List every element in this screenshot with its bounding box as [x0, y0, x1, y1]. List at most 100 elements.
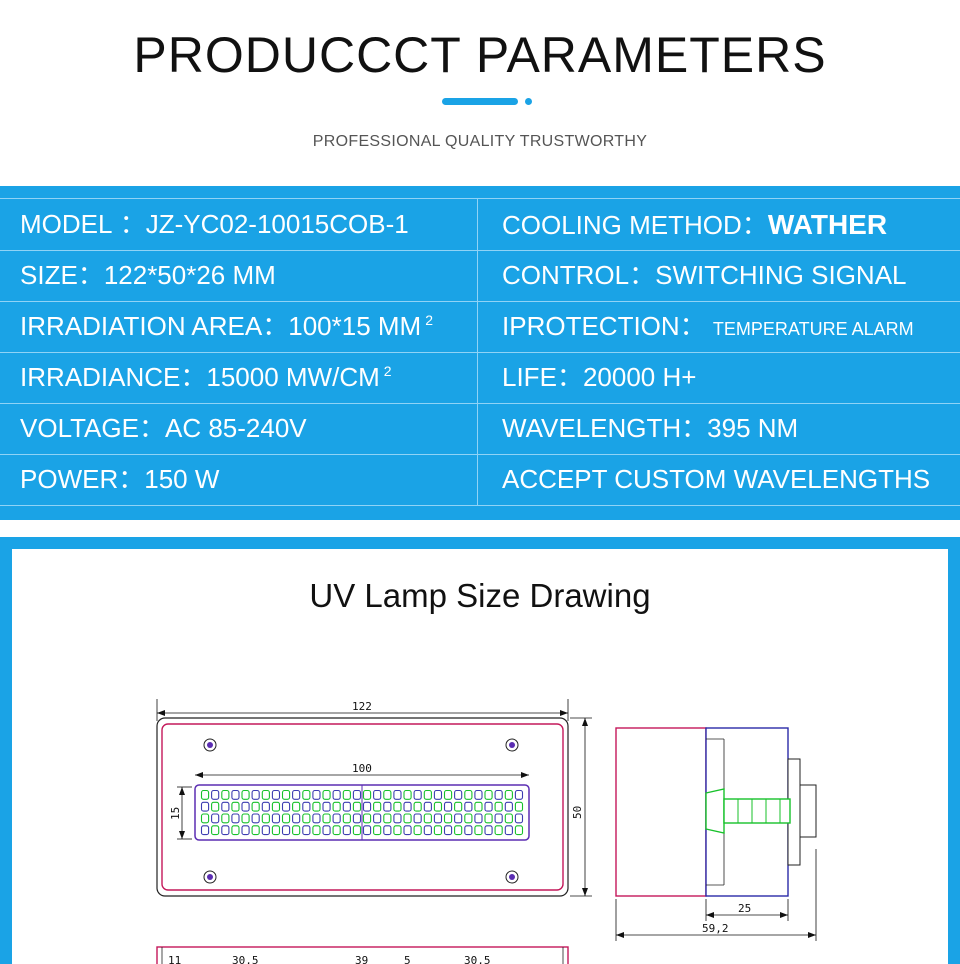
led-chip: [251, 801, 260, 812]
led-chip: [514, 789, 524, 800]
led-chip: [342, 801, 351, 812]
led-chip: [292, 825, 301, 836]
dim-side-total-label: 59,2: [702, 922, 729, 935]
led-chip: [433, 825, 443, 836]
led-chip: [221, 825, 230, 836]
led-chip: [484, 801, 493, 812]
led-chip: [221, 801, 230, 812]
led-chip: [494, 789, 503, 800]
led-chip: [281, 825, 291, 836]
led-chip: [413, 801, 422, 812]
lamp-size-drawing: 122 100: [156, 699, 817, 964]
title-decoration: [0, 98, 960, 108]
led-chip: [312, 825, 321, 836]
decoration-dot: [525, 98, 532, 105]
led-chip: [494, 813, 503, 824]
led-chip: [514, 813, 524, 824]
param-control: CONTROL：SWITCHING SIGNAL: [502, 260, 907, 290]
parameters-section: MODEL ：JZ-YC02-10015COB-1 COOLING METHOD…: [0, 186, 960, 520]
led-chip: [423, 801, 432, 812]
dim-bottom-a-label: 30,5: [232, 954, 259, 964]
led-chip: [362, 813, 372, 824]
led-chip: [322, 825, 331, 836]
param-custom-wavelengths: ACCEPT CUSTOM WAVELENGTHS: [502, 464, 931, 494]
page-subtitle: PROFESSIONAL QUALITY TRUSTWORTHY: [312, 133, 648, 150]
led-chip: [413, 789, 422, 800]
led-chip: [352, 801, 362, 812]
led-chip: [393, 813, 402, 824]
led-chip: [251, 813, 260, 824]
led-chip: [211, 801, 220, 812]
led-chip: [271, 801, 281, 812]
led-chip: [443, 801, 453, 812]
led-chip: [342, 825, 351, 836]
parameters-table: MODEL ：JZ-YC02-10015COB-1 COOLING METHOD…: [0, 198, 960, 506]
led-chip: [281, 801, 291, 812]
dim-emit-height-label: 15: [169, 807, 182, 820]
led-chip: [433, 801, 443, 812]
led-chip: [474, 789, 483, 800]
table-row: POWER：150 W ACCEPT CUSTOM WAVELENGTHS: [0, 454, 960, 505]
led-chip: [292, 801, 301, 812]
led-chip: [241, 789, 250, 800]
led-chip: [373, 801, 382, 812]
led-chip: [393, 801, 402, 812]
led-chip: [261, 813, 270, 824]
led-chip: [454, 813, 463, 824]
param-life: LIFE：20000 H+: [502, 362, 697, 392]
front-view: 122 100: [156, 699, 592, 897]
led-chip: [423, 813, 432, 824]
led-chip: [281, 789, 291, 800]
led-chip: [474, 825, 483, 836]
param-power: POWER：150 W: [20, 464, 220, 494]
led-chip: [322, 801, 331, 812]
dim-bottom-e-label: 5: [404, 954, 411, 964]
led-chip: [464, 789, 473, 800]
led-chip: [211, 789, 220, 800]
led-chip: [443, 813, 453, 824]
led-chip: [302, 789, 311, 800]
led-chip: [504, 825, 513, 836]
led-chip: [302, 825, 311, 836]
led-chip: [271, 825, 281, 836]
led-chip: [352, 825, 362, 836]
led-chip: [271, 813, 281, 824]
led-chip: [322, 813, 331, 824]
led-chip: [403, 801, 412, 812]
led-chip: [342, 813, 351, 824]
led-chip: [362, 789, 372, 800]
dim-bottom-b-label: 39: [355, 954, 368, 964]
param-size: SIZE：122*50*26 MM: [20, 260, 276, 290]
led-chip: [484, 825, 493, 836]
dim-height-label: 50: [571, 806, 584, 819]
led-chip: [443, 825, 453, 836]
led-chip: [504, 789, 513, 800]
side-view: 25 59,2: [615, 727, 817, 941]
led-chip: [443, 789, 453, 800]
led-chip: [332, 813, 341, 824]
table-row: VOLTAGE：AC 85-240V WAVELENGTH：395 NM: [0, 403, 960, 455]
led-chip: [271, 789, 281, 800]
led-chip: [352, 789, 362, 800]
led-chip: [241, 813, 250, 824]
led-chip: [362, 801, 372, 812]
led-chip: [413, 825, 422, 836]
led-chip: [200, 813, 210, 824]
dim-emit-length-label: 100: [352, 762, 372, 775]
led-chip: [312, 801, 321, 812]
led-chip: [413, 813, 422, 824]
led-chip: [514, 825, 524, 836]
led-chip: [312, 789, 321, 800]
led-chip: [312, 813, 321, 824]
drawing-title: UV Lamp Size Drawing: [309, 577, 651, 614]
led-chip: [211, 813, 220, 824]
bottom-view: 11 30,5 39 5 30,5: [156, 946, 569, 964]
led-chip: [322, 789, 331, 800]
led-chip: [332, 825, 341, 836]
led-chip: [332, 789, 341, 800]
param-model: MODEL ：JZ-YC02-10015COB-1: [20, 209, 409, 239]
